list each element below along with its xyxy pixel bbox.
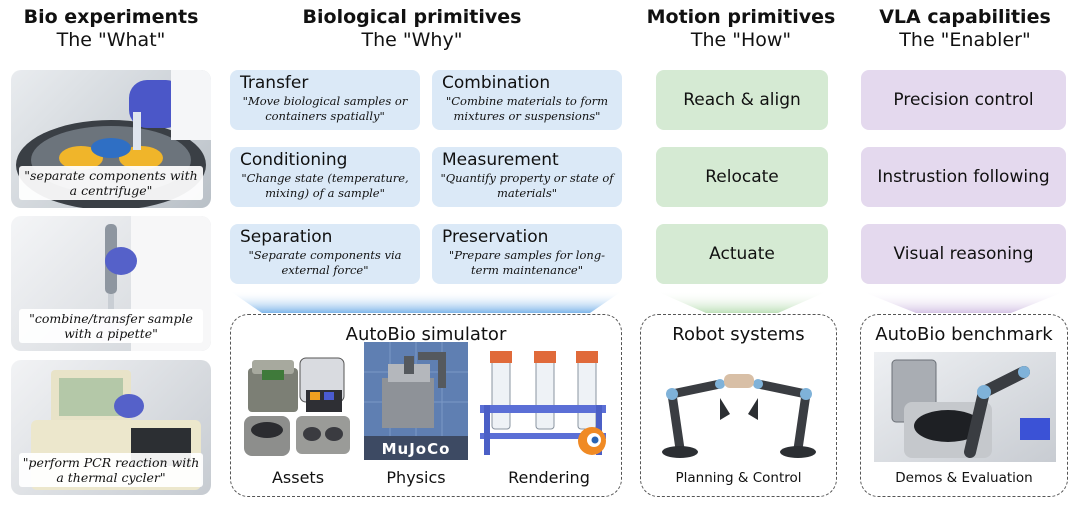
- bio-primitive-name: Separation: [240, 227, 333, 247]
- bio-primitive-desc: "Quantify property or state of materials…: [440, 171, 614, 200]
- experiment-caption: "perform PCR reaction with a thermal cyc…: [19, 453, 203, 487]
- experiment-caption: "separate components with a centrifuge": [19, 166, 203, 200]
- bio-primitive-desc: "Move biological samples or containers s…: [242, 94, 408, 123]
- header-bio-primitives: Biological primitives The "Why": [262, 6, 562, 52]
- benchmark-illustration: [874, 352, 1056, 462]
- funnel-arrow-green: [656, 291, 828, 313]
- autobio-benchmark-panel: [860, 314, 1068, 497]
- bio-primitive-desc: "Change state (temperature, mixing) of a…: [241, 171, 409, 200]
- experiment-photo-pipette: "combine/transfer sample with a pipette": [11, 216, 211, 351]
- autobio-simulator-panel: [230, 314, 622, 497]
- motion-primitive-reach-align: Reach & align: [656, 70, 828, 130]
- header-title: Bio experiments: [23, 6, 199, 28]
- bio-primitive-desc: "Prepare samples for long-term maintenan…: [448, 248, 606, 277]
- bio-primitive-name: Measurement: [442, 150, 559, 170]
- bio-primitive-preservation: Preservation "Prepare samples for long-t…: [432, 224, 622, 284]
- bio-primitive-name: Preservation: [442, 227, 549, 247]
- experiment-photo-centrifuge: "separate components with a centrifuge": [11, 70, 211, 208]
- bio-primitive-separation: Separation "Separate components via exte…: [230, 224, 420, 284]
- funnel-arrow-purple: [861, 291, 1066, 313]
- bio-primitive-transfer: Transfer "Move biological samples or con…: [230, 70, 420, 130]
- simulator-component-physics: Physics: [386, 468, 446, 487]
- bio-primitive-name: Conditioning: [240, 150, 348, 170]
- bio-primitive-desc: "Combine materials to form mixtures or s…: [445, 94, 609, 123]
- bio-primitive-desc: "Separate components via external force": [248, 248, 402, 277]
- header-bio-experiments: Bio experiments The "What": [0, 6, 222, 52]
- header-subtitle: The "What": [56, 29, 166, 51]
- benchmark-title: AutoBio benchmark: [875, 324, 1053, 345]
- mujoco-logo-text: MuJoCo: [382, 440, 451, 458]
- header-subtitle: The "Enabler": [899, 29, 1031, 51]
- robot-systems-panel: [640, 314, 837, 497]
- benchmark-caption: Demos & Evaluation: [895, 470, 1033, 486]
- experiment-photo-thermal-cycler: "perform PCR reaction with a thermal cyc…: [11, 360, 211, 495]
- rendering-illustration: [480, 351, 606, 455]
- funnel-arrow-blue: [230, 291, 622, 313]
- experiment-caption: "combine/transfer sample with a pipette": [19, 309, 203, 343]
- header-motion-primitives: Motion primitives The "How": [630, 6, 852, 52]
- vla-visual-reasoning: Visual reasoning: [861, 224, 1066, 284]
- header-subtitle: The "Why": [361, 29, 463, 51]
- robot-systems-title: Robot systems: [672, 324, 805, 345]
- assets-illustration: [244, 357, 350, 456]
- header-title: Motion primitives: [646, 6, 836, 28]
- physics-illustration: MuJoCo: [364, 342, 468, 460]
- bio-primitive-combination: Combination "Combine materials to form m…: [432, 70, 622, 130]
- bio-primitive-conditioning: Conditioning "Change state (temperature,…: [230, 147, 420, 207]
- bio-primitive-name: Combination: [442, 73, 551, 93]
- simulator-component-rendering: Rendering: [508, 468, 590, 487]
- simulator-title: AutoBio simulator: [345, 324, 507, 345]
- header-title: VLA capabilities: [879, 6, 1051, 28]
- bio-primitive-measurement: Measurement "Quantify property or state …: [432, 147, 622, 207]
- header-vla-capabilities: VLA capabilities The "Enabler": [850, 6, 1080, 52]
- motion-primitive-relocate: Relocate: [656, 147, 828, 207]
- vla-instruction-following: Instrustion following: [861, 147, 1066, 207]
- header-title: Biological primitives: [302, 6, 522, 28]
- simulator-component-assets: Assets: [271, 468, 325, 487]
- bio-primitive-name: Transfer: [240, 73, 309, 93]
- vla-precision-control: Precision control: [861, 70, 1066, 130]
- header-subtitle: The "How": [690, 29, 792, 51]
- robot-arms-illustration: [662, 374, 816, 458]
- motion-primitive-actuate: Actuate: [656, 224, 828, 284]
- robot-systems-caption: Planning & Control: [675, 470, 802, 486]
